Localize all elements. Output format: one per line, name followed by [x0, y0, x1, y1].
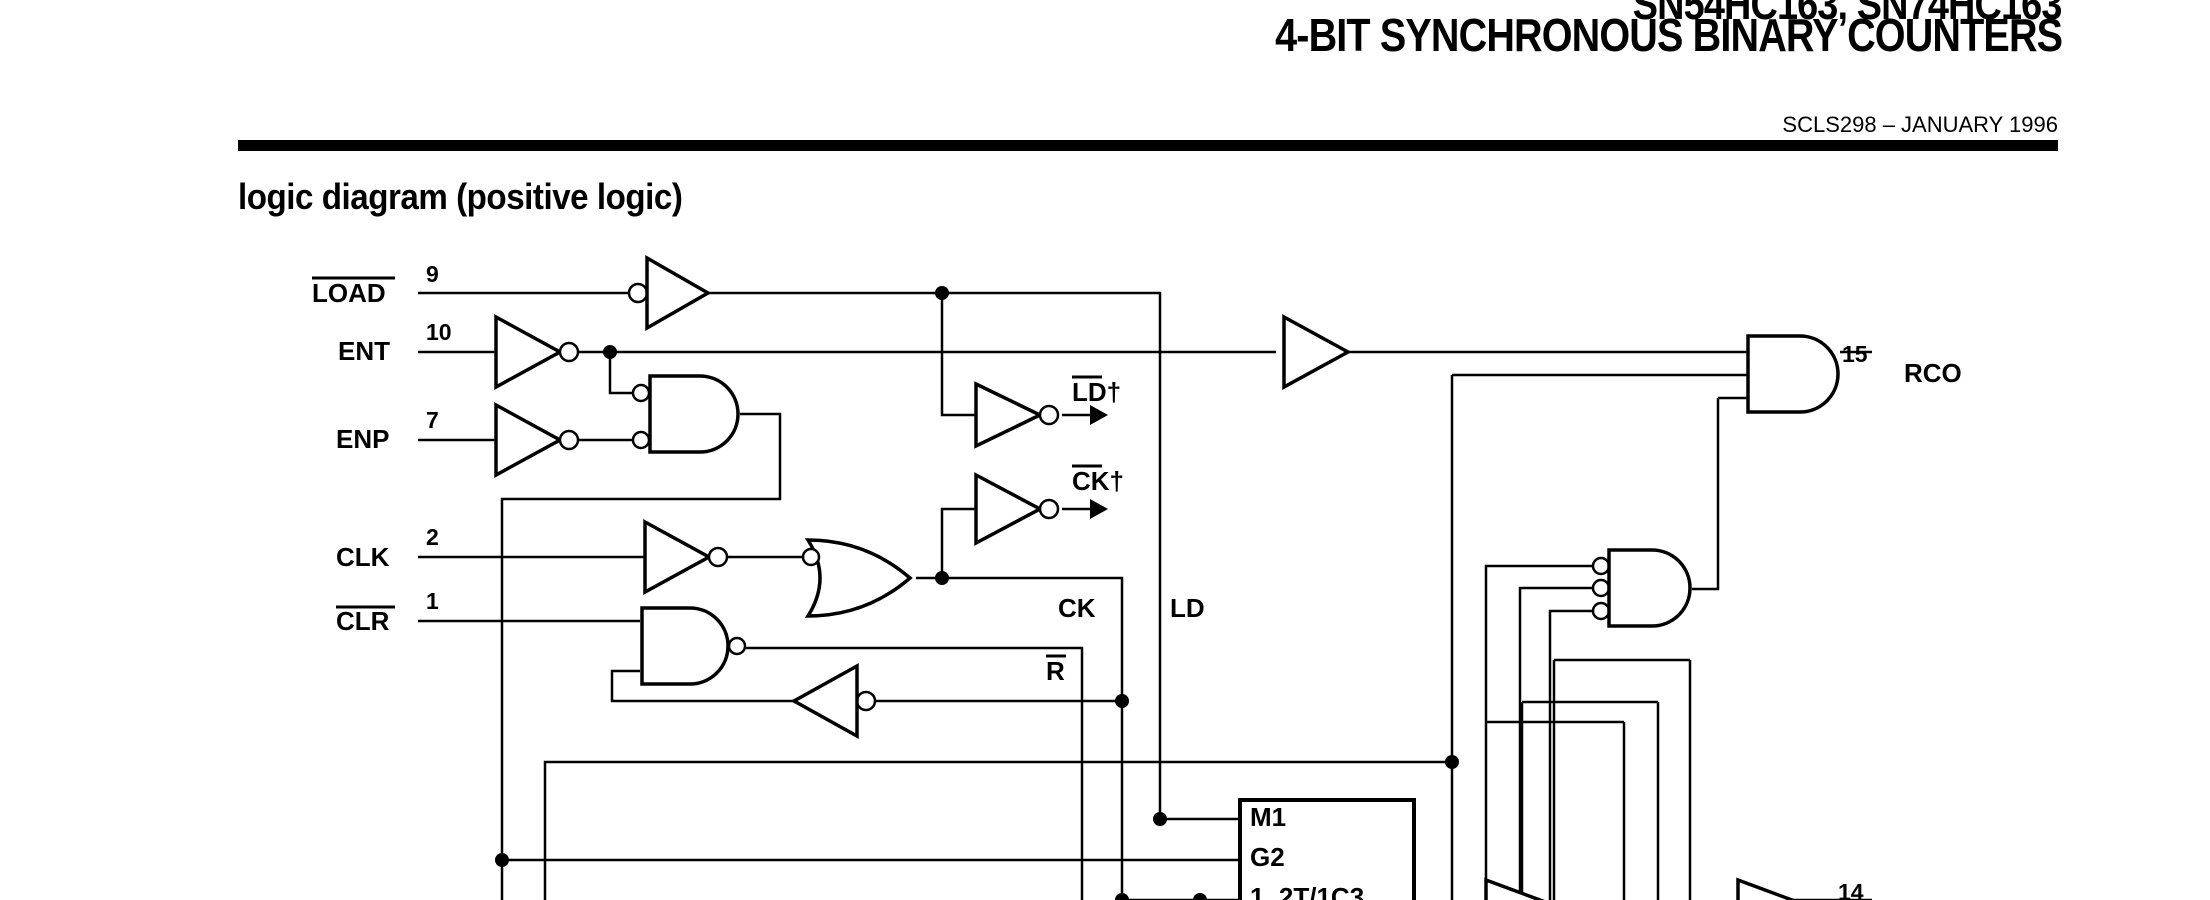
clear-nand-gate	[640, 606, 747, 686]
pin-numbers: 9 10 7 2 1 15 14	[426, 261, 1868, 900]
rco-label: RCO	[1904, 358, 1962, 388]
pin-enp: 7	[426, 407, 439, 433]
junction-dots	[495, 286, 1459, 900]
load-label: LOAD	[312, 278, 386, 308]
pin-rco: 15	[1842, 341, 1868, 367]
r-label: R	[1046, 656, 1065, 686]
pin-clr: 1	[426, 588, 439, 614]
ent-label: ENT	[338, 336, 390, 366]
clk-label: CLK	[336, 542, 390, 572]
enp-input-inverter	[494, 402, 580, 478]
signal-labels: LOAD ENT ENP CLK CLR RCO LD† CK† CK LD R	[312, 276, 1962, 686]
enp-label: ENP	[336, 424, 389, 454]
section-title: logic diagram (positive logic)	[238, 176, 683, 217]
register-block: M1 G2 1, 2T/1C3	[1238, 798, 1416, 900]
output-buffer-left	[1484, 877, 1546, 900]
clear-feedback-inverter	[790, 663, 877, 739]
block-m1-label: M1	[1250, 802, 1286, 832]
load-input-buffer	[627, 254, 712, 332]
clr-label: CLR	[336, 606, 390, 636]
ld-dagger-label: LD†	[1072, 377, 1121, 407]
clk-input-inverter	[643, 519, 729, 595]
ent-rco-buffer	[1282, 314, 1352, 390]
block-g2-label: G2	[1250, 842, 1285, 872]
wires	[418, 291, 1872, 900]
ck-dagger-inverter	[974, 472, 1108, 546]
carry-and-gate	[1591, 548, 1692, 628]
ld-dagger-inverter	[974, 381, 1108, 449]
enable-and-gate	[631, 374, 740, 454]
block-clock-label: 1, 2T/1C3	[1250, 882, 1364, 900]
output-buffer-right	[1736, 877, 1798, 900]
device-line: SN54HC163, SN74HC163	[1633, 0, 2063, 29]
ent-input-inverter	[494, 314, 580, 390]
ck-label: CK	[1058, 593, 1096, 623]
pin-qa: 14	[1838, 879, 1864, 900]
pin-ent: 10	[426, 319, 452, 345]
document-id: SCLS298 – JANUARY 1996	[1782, 112, 2058, 137]
pin-load: 9	[426, 261, 439, 287]
clock-or-gate	[801, 538, 913, 618]
ck-dagger-label: CK†	[1072, 466, 1124, 496]
pin-clk: 2	[426, 524, 439, 550]
ld-label: LD	[1170, 593, 1205, 623]
rco-and-gate	[1746, 334, 1840, 414]
document-title: 4-BIT SYNCHRONOUS BINARY COUNTERS	[1274, 9, 2063, 61]
header-rule	[238, 140, 2058, 151]
